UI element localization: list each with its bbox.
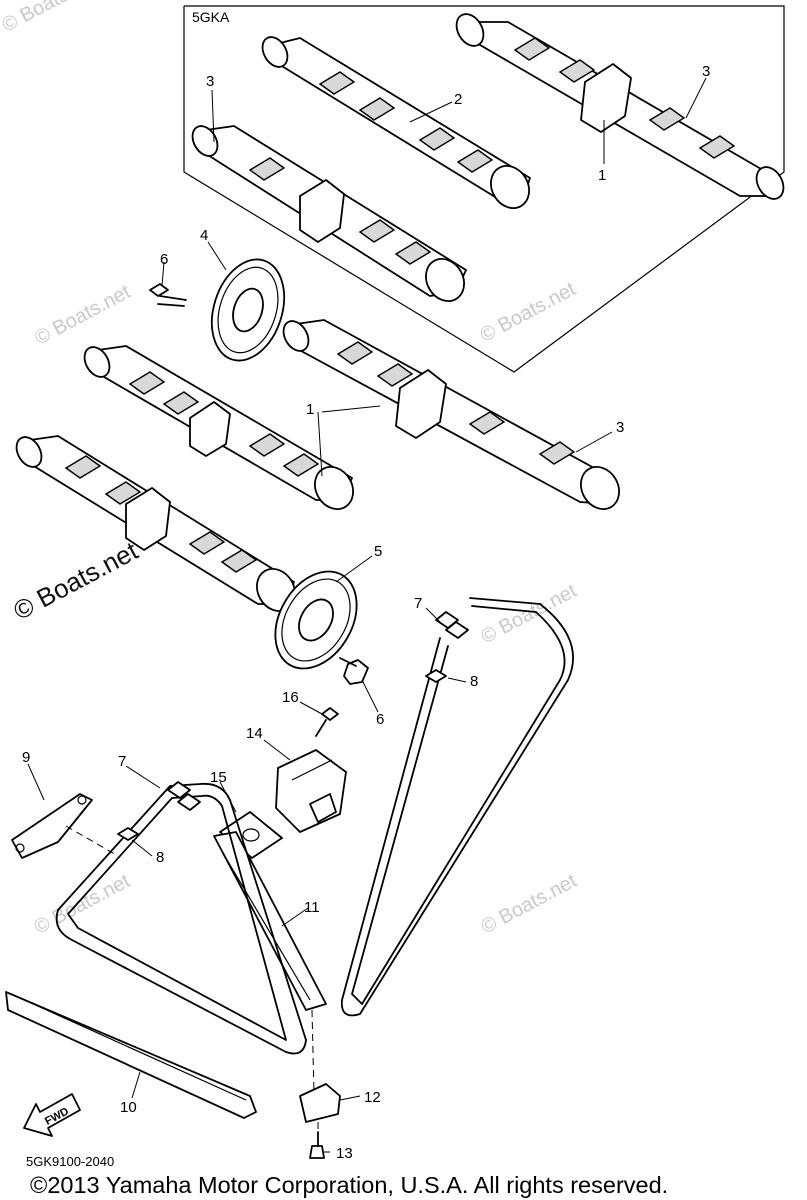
alignment-line-9 <box>65 825 119 857</box>
cam-chain-left <box>55 781 307 1055</box>
callout-10: 10 <box>120 1099 137 1116</box>
bolt-6-lower <box>339 657 369 685</box>
camshaft-mid-left <box>83 345 354 510</box>
camshaft-sprocket-5 <box>274 570 358 670</box>
callout-5: 5 <box>374 543 382 560</box>
callout-14: 14 <box>246 725 263 742</box>
variant-box: 5GKA <box>183 5 785 373</box>
callout-9: 9 <box>22 749 30 766</box>
camshaft-mid-right <box>282 319 620 510</box>
guide-bracket-12 <box>299 1083 341 1123</box>
callout-13: 13 <box>336 1145 353 1162</box>
camshaft-upper-left <box>191 125 467 302</box>
camshaft-upper-middle <box>261 36 531 209</box>
callout-7-left: 7 <box>118 753 126 770</box>
callout-3-upper-right: 3 <box>702 63 710 80</box>
bolt-13 <box>309 1131 325 1159</box>
callout-6-upper: 6 <box>160 251 168 268</box>
copyright-notice: ©2013 Yamaha Motor Corporation, U.S.A. A… <box>30 1172 668 1198</box>
callout-8-left: 8 <box>156 849 164 866</box>
bolt-16 <box>315 707 339 737</box>
callout-1-upper: 1 <box>598 167 606 184</box>
callout-7-right: 7 <box>414 595 422 612</box>
forward-arrow-icon: FWD <box>23 1093 81 1137</box>
camshaft-lower-left <box>15 435 296 612</box>
chain-guide-10 <box>5 991 257 1119</box>
watermark-right-2: © Boats.net <box>477 580 580 649</box>
watermark-top: © Boats.net <box>0 0 102 37</box>
drawing-code: 5GK9100-2040 <box>26 1154 114 1169</box>
camshaft-upper-right <box>455 13 785 200</box>
callout-11: 11 <box>304 899 320 916</box>
watermark-right-3: © Boats.net <box>477 870 580 939</box>
watermark-center: © Boats.net <box>8 535 143 626</box>
guide-stopper-9 <box>11 793 93 859</box>
cam-chain-right <box>340 597 574 1017</box>
bolt-6-upper <box>149 283 187 307</box>
watermark-left-1: © Boats.net <box>31 281 134 350</box>
alignment-line-12 <box>311 1009 315 1095</box>
callouts: 3 2 3 1 4 6 1 3 5 7 8 6 16 14 15 9 7 8 1… <box>22 63 710 1162</box>
callout-4: 4 <box>200 227 208 244</box>
callout-16: 16 <box>282 689 299 706</box>
cam-chain-tensioner-14 <box>275 749 347 833</box>
variant-box-label: 5GKA <box>192 9 230 25</box>
callout-1-mid: 1 <box>306 401 314 418</box>
watermark-left-2: © Boats.net <box>31 870 134 939</box>
callout-12: 12 <box>364 1089 381 1106</box>
camshaft-sprocket-4 <box>210 258 286 362</box>
callout-6-lower: 6 <box>376 711 384 728</box>
leader-lines <box>27 77 707 1153</box>
watermark-right-1: © Boats.net <box>477 278 580 347</box>
callout-3-upper-left: 3 <box>206 73 214 90</box>
callout-15: 15 <box>210 769 227 786</box>
callout-8-right: 8 <box>470 673 478 690</box>
callout-3-mid: 3 <box>616 419 624 436</box>
callout-2: 2 <box>454 91 462 108</box>
